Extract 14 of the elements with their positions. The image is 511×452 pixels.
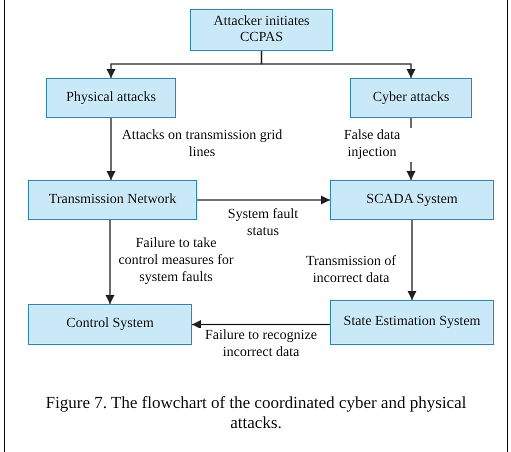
process-box: Control System [28, 304, 192, 345]
arrow [260, 51, 416, 78]
process-box: State Estimation System [330, 300, 494, 345]
process-box: Transmission Network [28, 180, 197, 220]
arrow [105, 220, 115, 304]
arrow [192, 320, 330, 330]
arrow [407, 220, 417, 300]
process-box: Cyber attacks [350, 78, 472, 118]
process-box: Attacker initiates CCPAS [190, 9, 333, 51]
figure-caption: Figure 7. The flowchart of the coordinated cyber and physical attacks. [44, 393, 468, 434]
arrow [197, 195, 330, 205]
process-box: SCADA System [330, 180, 494, 220]
arrow [106, 118, 116, 180]
process-box: Physical attacks [46, 78, 176, 118]
